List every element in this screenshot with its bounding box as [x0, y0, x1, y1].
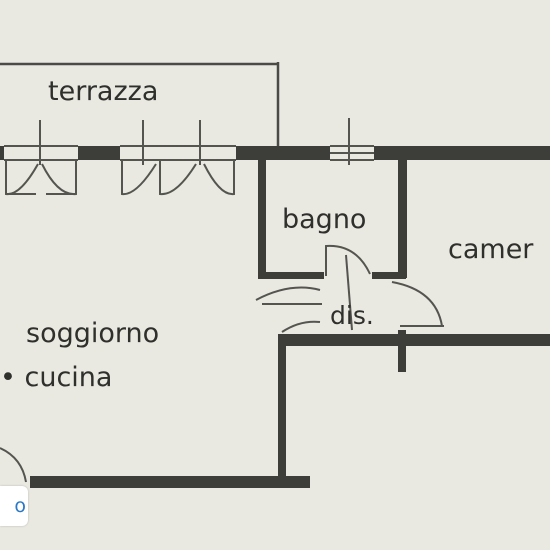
terrace-door-right — [120, 120, 236, 196]
bathroom-window — [330, 118, 374, 165]
bedroom-door — [391, 281, 444, 327]
room-label-dis: dis. — [330, 301, 374, 330]
bathroom-walls — [258, 158, 407, 279]
exterior-wall-top — [0, 146, 550, 160]
room-label-soggiorno: soggiorno — [26, 318, 159, 349]
living-room-door — [255, 286, 322, 333]
room-label-camera: camer — [448, 234, 534, 265]
room-label-cucina: • cucina — [0, 362, 112, 393]
room-label-terrazza: terrazza — [48, 76, 158, 107]
bathroom-door — [325, 244, 371, 331]
terrace-door-left — [4, 120, 78, 196]
room-label-bagno: bagno — [282, 204, 366, 235]
corner-badge: o — [0, 486, 28, 526]
terrace-outline — [0, 62, 280, 148]
interior-walls — [30, 330, 550, 488]
entrance-door — [0, 447, 27, 483]
